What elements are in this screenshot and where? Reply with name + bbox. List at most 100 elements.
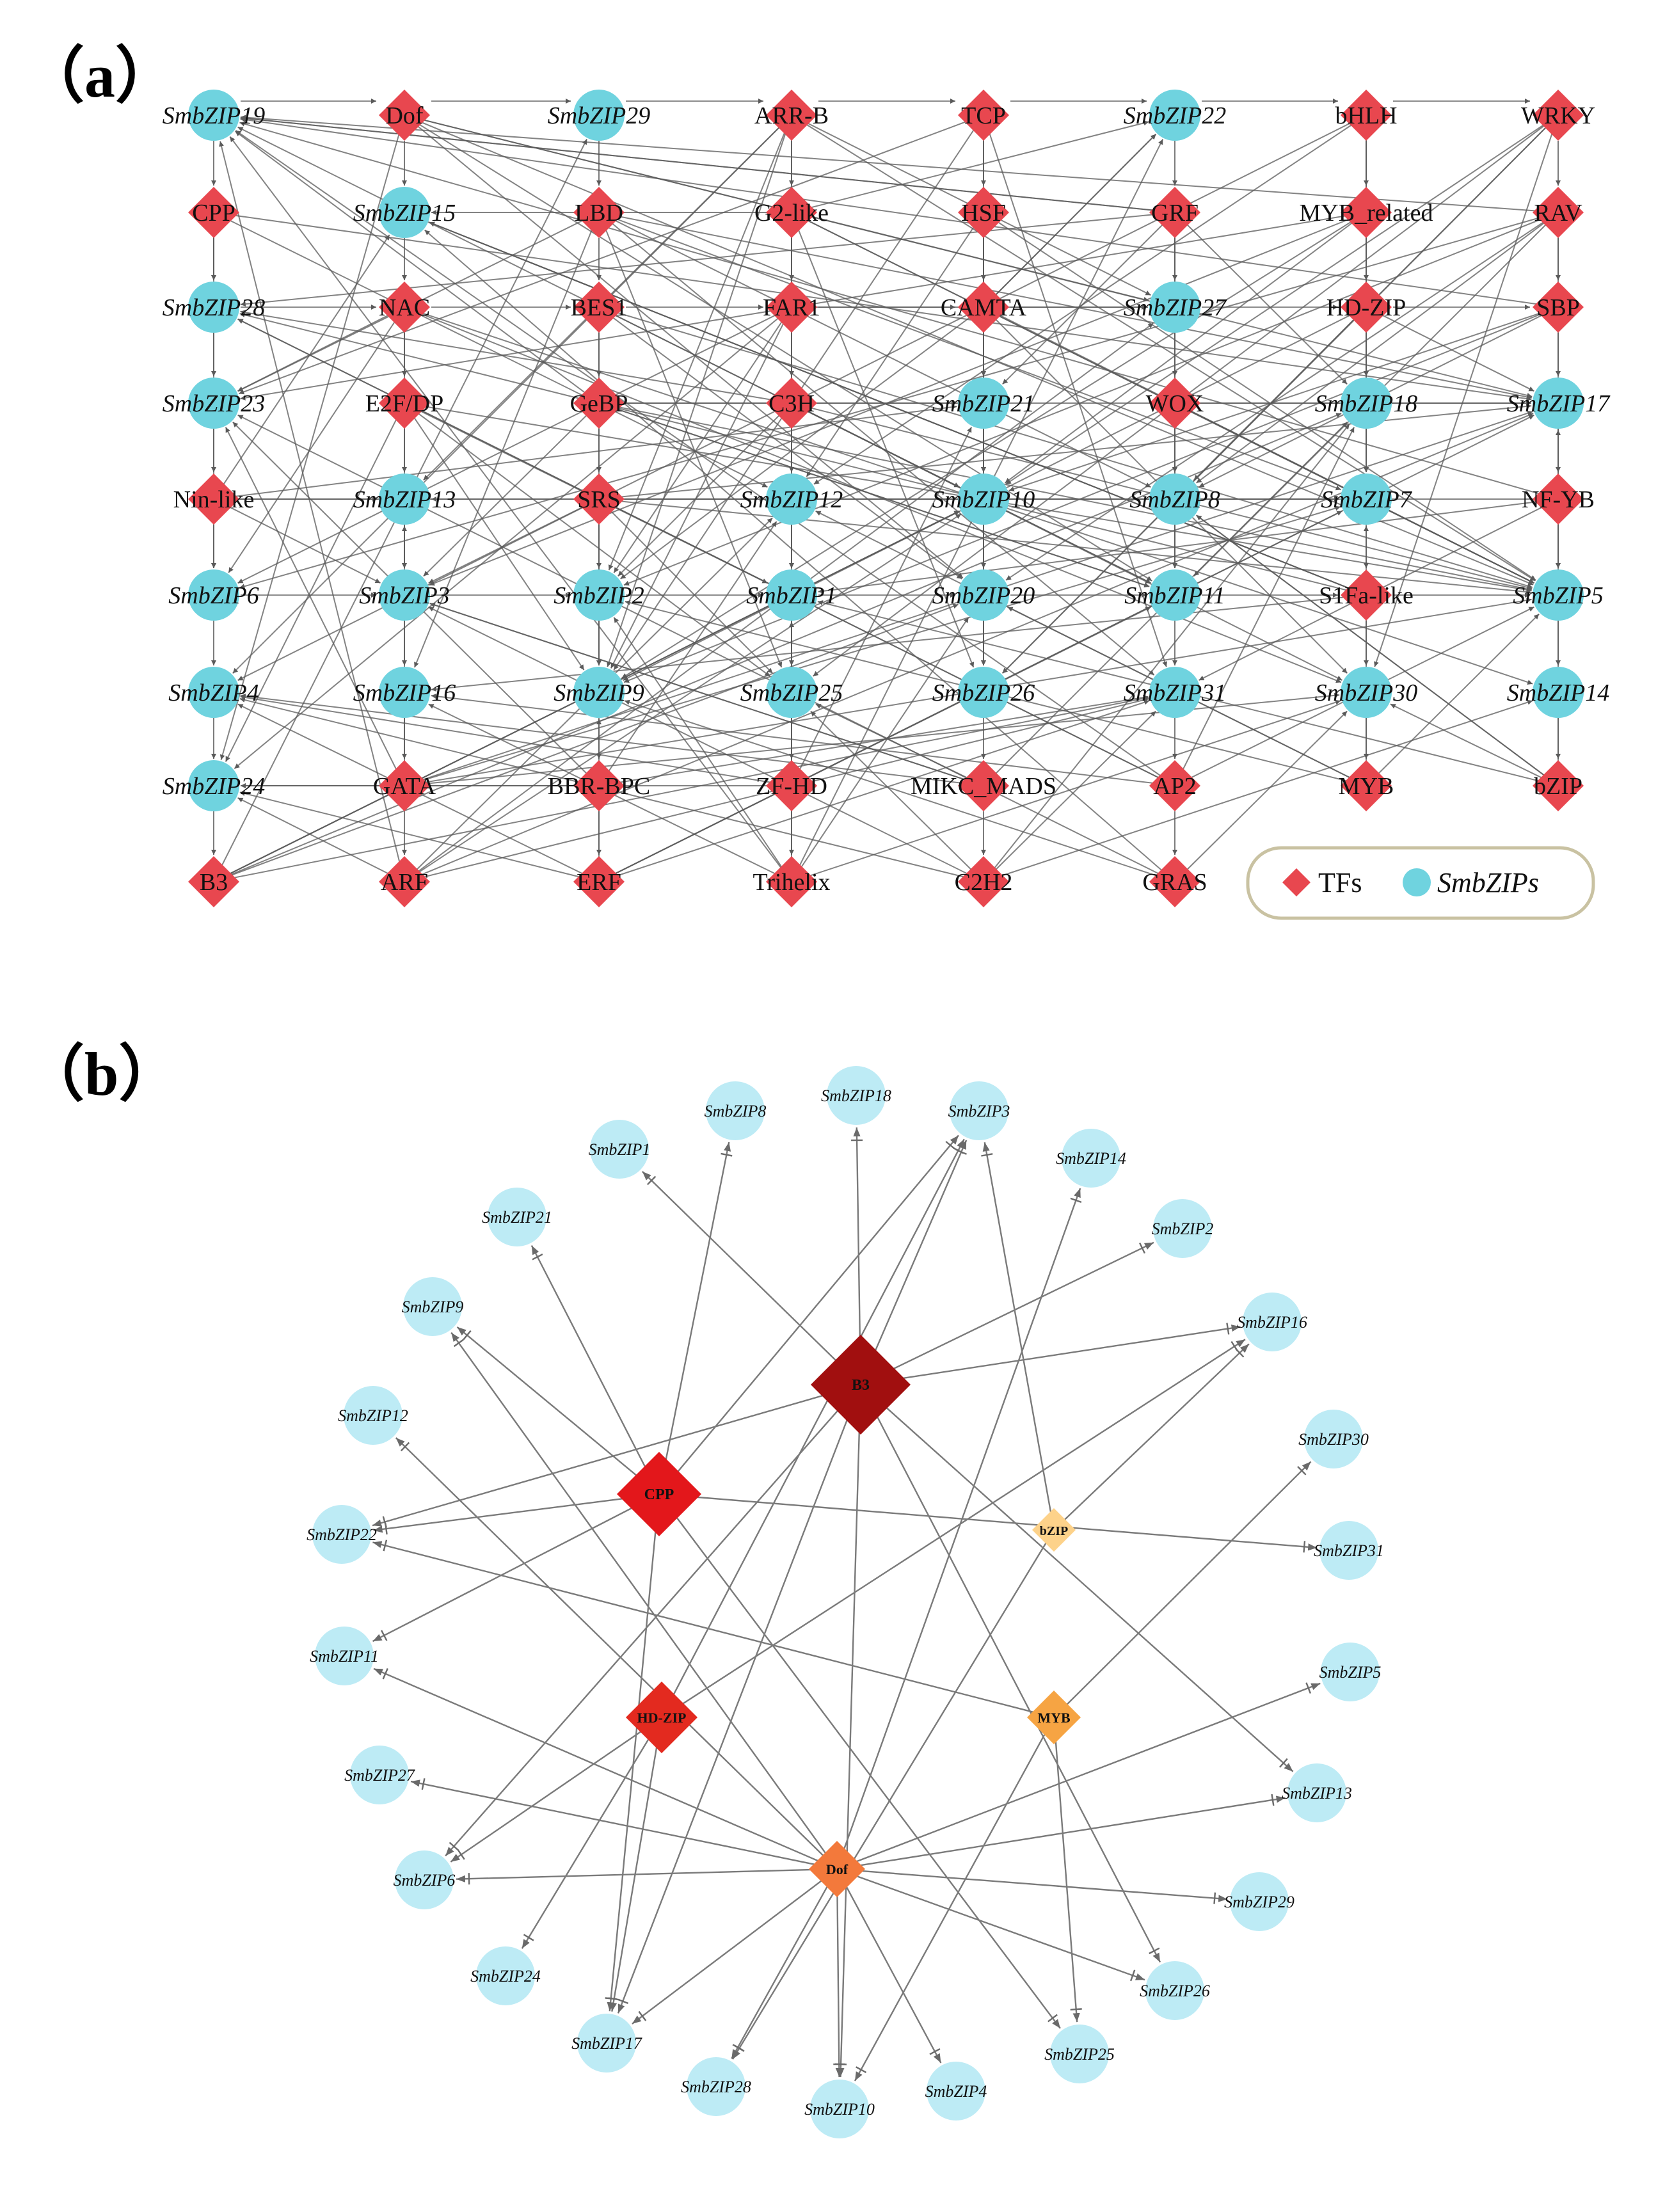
node-label: MYB_related xyxy=(1300,200,1433,227)
edge-a-MYB_related-SmbZIP9 xyxy=(621,212,1367,679)
edge-b-CPP-SmbZIP8 xyxy=(662,1142,731,1472)
b-smbzip-circle xyxy=(1304,1410,1363,1468)
panel-a-label: （a） xyxy=(23,42,177,110)
b-smbzip-node-smbzip12: SmbZIP12 xyxy=(338,1386,408,1445)
tf-node-mikc-mads: MIKC_MADS xyxy=(911,760,1056,811)
b-smbzip-node-smbzip17: SmbZIP17 xyxy=(571,2014,642,2073)
edge-a-SRS-SmbZIP17 xyxy=(598,404,1532,500)
tf-node-zf-hd: ZF-HD xyxy=(756,760,827,811)
b-node-label: SmbZIP18 xyxy=(821,1086,891,1105)
tf-diamond xyxy=(1533,282,1584,333)
node-label: SmbZIP28 xyxy=(163,294,265,321)
smbzip-node-smbzip30: SmbZIP30 xyxy=(1315,667,1417,718)
tf-node-hsf: HSF xyxy=(958,187,1009,238)
edge-b-HD-ZIP-SmbZIP24 xyxy=(521,1733,653,1949)
smbzip-circle xyxy=(1533,667,1584,718)
edge-b-Dof-SmbZIP27 xyxy=(410,1779,822,1867)
b-smbzip-node-smbzip18: SmbZIP18 xyxy=(821,1066,891,1125)
node-label: SBP xyxy=(1536,294,1580,321)
b-smbzip-node-smbzip29: SmbZIP29 xyxy=(1224,1872,1295,1931)
b-smbzip-circle xyxy=(476,1946,535,2005)
edge-a-WRKY-SmbZIP30 xyxy=(1374,115,1559,667)
edge-b-Dof-SmbZIP17 xyxy=(632,1877,825,2025)
node-label: HSF xyxy=(961,200,1006,227)
smbzip-circle xyxy=(188,282,239,333)
tf-diamond xyxy=(379,90,430,141)
edge-a-FAR1-SmbZIP2 xyxy=(613,306,792,573)
edge-a-Trihelix-SmbZIP2 xyxy=(613,617,792,882)
edge-a-HSF-SmbZIP5 xyxy=(983,212,1536,581)
tf-node-trihelix: Trihelix xyxy=(753,856,831,907)
tf-diamond xyxy=(379,378,430,429)
node-label: SRS xyxy=(577,486,621,513)
node-label: AP2 xyxy=(1153,773,1197,800)
smbzip-node-smbzip17: SmbZIP17 xyxy=(1507,378,1611,429)
tf-diamond xyxy=(379,760,430,811)
tf-diamond xyxy=(1149,760,1200,811)
node-label: Dof xyxy=(385,102,423,129)
tf-node-hd-zip: HD-ZIP xyxy=(1326,282,1406,333)
b-tf-label: bZIP xyxy=(1040,1524,1068,1538)
edge-b-tick xyxy=(834,2063,847,2065)
b-smbzip-circle xyxy=(810,2080,869,2138)
node-label: SmbZIP6 xyxy=(168,582,259,609)
node-label: LBD xyxy=(575,200,623,227)
edge-a-Dof-SmbZIP24 xyxy=(219,115,405,760)
edge-b-Dof-SmbZIP26 xyxy=(851,1874,1145,1981)
edge-a-E2F/DP-SmbZIP25 xyxy=(404,402,770,677)
b-node-label: SmbZIP28 xyxy=(681,2078,751,2096)
edge-b-tick xyxy=(449,1842,459,1851)
tf-diamond xyxy=(1341,282,1392,333)
tf-diamond xyxy=(188,187,239,238)
edge-a-ARR-B-SmbZIP9 xyxy=(607,115,792,667)
b-tf-node-myb: MYB xyxy=(1027,1691,1081,1744)
b-smbzip-node-smbzip28: SmbZIP28 xyxy=(681,2057,751,2116)
legend-tf-icon xyxy=(1282,868,1310,896)
node-label: SmbZIP24 xyxy=(163,773,265,800)
node-label: B3 xyxy=(200,869,228,896)
edge-a-C2H2-SmbZIP18 xyxy=(983,424,1350,882)
b-tf-node-hd-zip: HD-ZIP xyxy=(626,1682,697,1753)
smbzip-node-smbzip21: SmbZIP21 xyxy=(932,378,1035,429)
edge-a-C3H-SmbZIP28 xyxy=(240,310,792,404)
tf-diamond xyxy=(766,856,817,907)
smbzip-circle xyxy=(958,378,1009,429)
tf-diamond xyxy=(766,760,817,811)
tf-diamond xyxy=(1341,760,1392,811)
b-smbzip-circle xyxy=(590,1120,649,1179)
tf-node-ap2: AP2 xyxy=(1149,760,1200,811)
b-node-label: SmbZIP25 xyxy=(1044,2045,1115,2064)
tf-diamond xyxy=(958,90,1009,141)
b-smbzip-circle xyxy=(1153,1199,1212,1258)
edge-a-NAC-SmbZIP23 xyxy=(237,306,405,392)
edge-b-tick xyxy=(383,1540,388,1552)
node-label: SmbZIP23 xyxy=(163,390,265,417)
b-tf-label: B3 xyxy=(852,1377,870,1394)
smbzip-circle xyxy=(1341,378,1392,429)
edge-b-Dof-SmbZIP12 xyxy=(395,1437,827,1859)
tf-diamond xyxy=(379,856,430,907)
node-label: WRKY xyxy=(1521,102,1595,129)
edge-a-AP2-SmbZIP16 xyxy=(431,694,1175,786)
smbzip-circle xyxy=(188,760,239,811)
node-label: SmbZIP4 xyxy=(168,680,259,706)
smbzip-circle xyxy=(958,569,1009,621)
edge-b-tick xyxy=(1149,1947,1160,1955)
edge-b-Dof-SmbZIP10 xyxy=(835,1884,843,2078)
tf-diamond xyxy=(766,90,817,141)
edge-a-AP2-SmbZIP19 xyxy=(235,130,1175,786)
tf-diamond xyxy=(188,856,239,907)
node-label: GATA xyxy=(373,773,436,800)
edge-a-bZIP-SmbZIP8 xyxy=(1196,514,1559,786)
tf-diamond xyxy=(958,760,1009,811)
b-smbzip-circle xyxy=(312,1505,371,1564)
edge-b-tick xyxy=(453,1339,464,1348)
tf-diamond xyxy=(1149,856,1200,907)
smbzip-node-smbzip28: SmbZIP28 xyxy=(163,282,265,333)
edge-b-B3-SmbZIP13 xyxy=(880,1402,1294,1772)
edge-a-WRKY-SmbZIP10 xyxy=(1005,115,1559,485)
b-node-label: SmbZIP16 xyxy=(1237,1313,1307,1332)
edge-a-Nin-like-SmbZIP15 xyxy=(213,234,390,500)
b-smbzip-node-smbzip16: SmbZIP16 xyxy=(1237,1293,1307,1351)
